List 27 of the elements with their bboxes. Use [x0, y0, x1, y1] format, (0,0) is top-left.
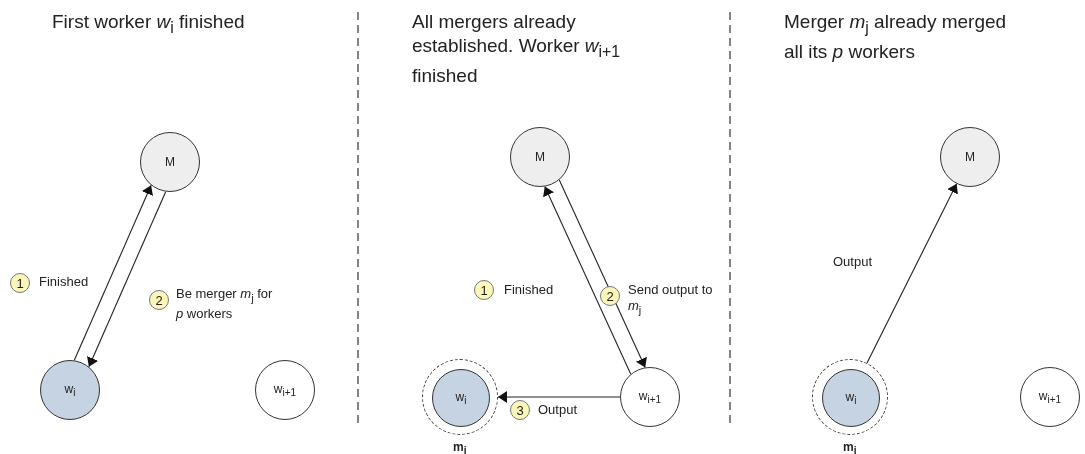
arrow	[866, 183, 958, 364]
step-number: 2	[600, 286, 620, 306]
panel-heading: Merger m$_{j}$ already merged all its p workers	[784, 10, 1008, 64]
worker-circle: w$_{i}$	[822, 369, 880, 427]
step-number: 1	[10, 273, 30, 293]
panel-heading: All mergers already established. Worker w$_{i+1}$ finished	[412, 10, 622, 88]
panel-heading: First worker w$_{i}$ finished	[52, 10, 246, 38]
edge-label: Output	[832, 254, 874, 270]
arrow	[497, 392, 621, 402]
worker-circle: w$_{i}$	[40, 360, 100, 420]
step-number: 1	[474, 280, 494, 300]
master-circle: M	[510, 127, 570, 187]
edge-label: Output	[537, 402, 579, 418]
worker-circle: w$_{i+1}$	[1020, 367, 1080, 427]
arrow	[558, 179, 646, 368]
arrow	[73, 184, 152, 361]
master-circle: M	[940, 127, 1000, 187]
merger-label: m$_{i}$	[843, 440, 857, 454]
worker-circle: w$_{i+1}$	[255, 360, 315, 420]
step-number: 3	[510, 400, 530, 420]
arrow	[88, 191, 167, 368]
worker-circle: w$_{i}$	[432, 369, 490, 427]
merger-label: m$_{i}$	[453, 440, 467, 454]
step-number: 2	[149, 290, 169, 310]
worker-circle: w$_{i+1}$	[620, 367, 680, 427]
arrow	[544, 186, 632, 375]
master-circle: M	[140, 132, 200, 192]
